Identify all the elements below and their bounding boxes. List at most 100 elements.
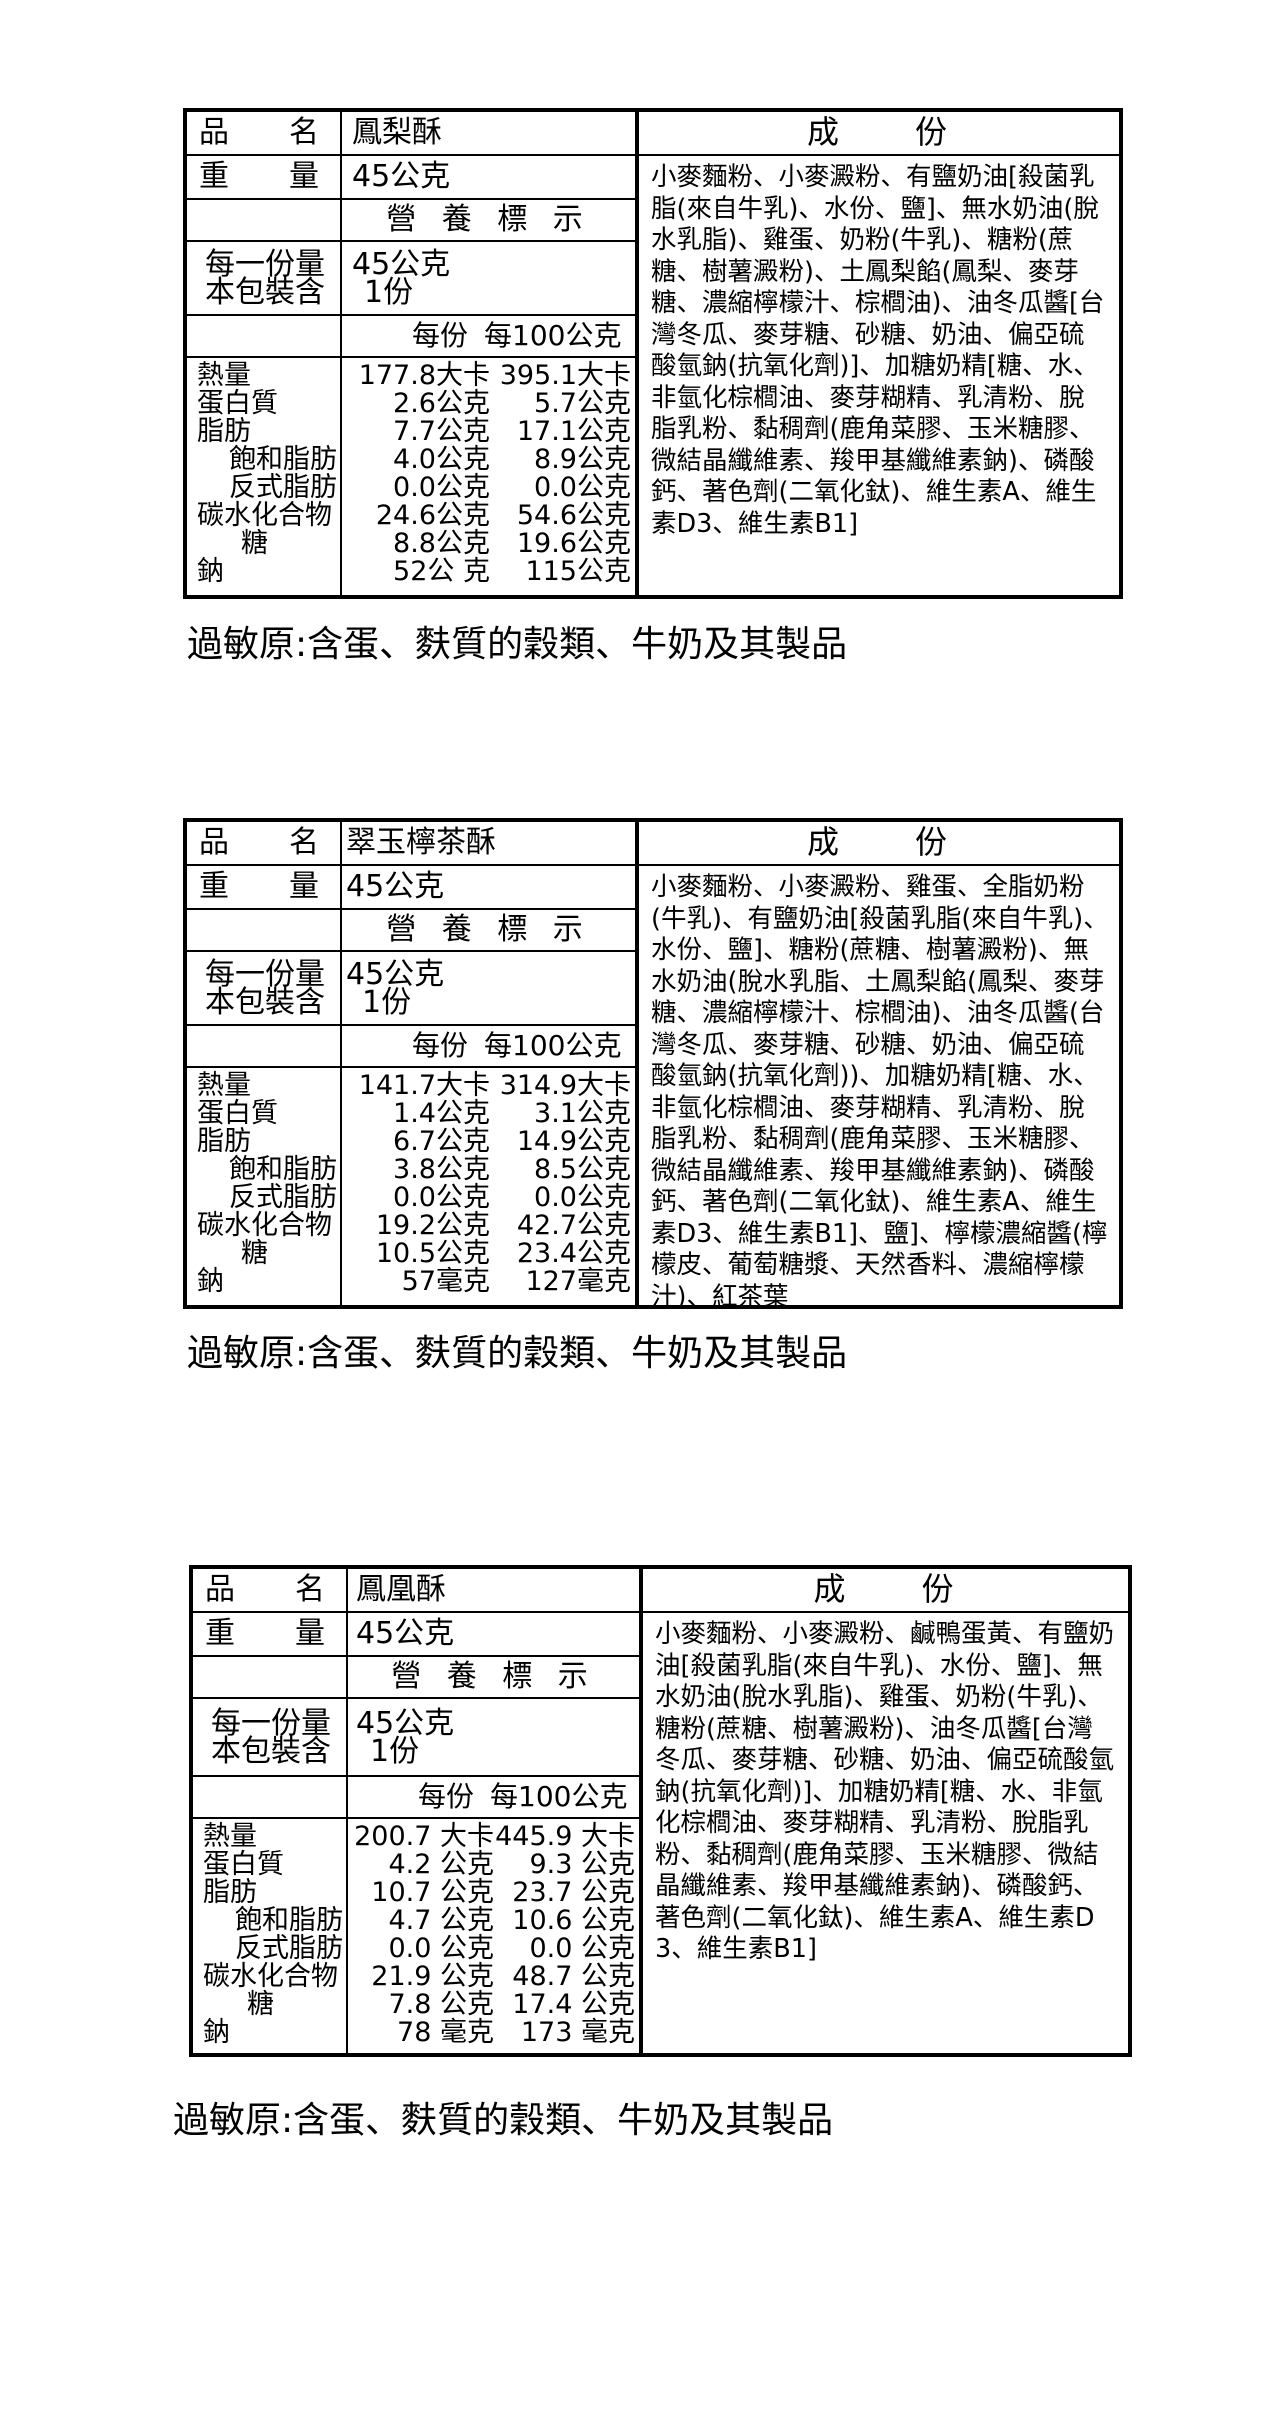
nutrient-value-cell: 200.7 大卡 4.2 公克 10.7 公克 4.7 公克 0.0 公克 21…	[348, 1819, 639, 2053]
per-100g-value: 445.9 大卡	[495, 1821, 635, 1852]
serving-size-key: 每一份量	[205, 247, 325, 282]
weight-key-cell: 重 量	[187, 866, 342, 908]
nutrient-label: 飽和脂肪	[235, 1905, 343, 1936]
per-100g-header: 每100公克	[490, 1780, 628, 1813]
per-serving-value: 57毫克	[401, 1266, 490, 1297]
per-100g-value: 42.7公克	[516, 1210, 631, 1241]
per-100g-value: 48.7 公克	[512, 1961, 635, 1992]
product-name-key: 品 名	[199, 825, 319, 860]
per-100g-header: 每100公克	[484, 319, 622, 352]
per-serving-value: 200.7 大卡	[354, 1821, 494, 1852]
nutrition-label-2: 品 名 翠玉檸茶酥 重 量 45公克 營 養 標 示 每一份量 本包裝含	[183, 818, 1123, 1312]
column-header-blank	[187, 316, 342, 356]
nutrient-label: 碳水化合物	[203, 1961, 338, 1992]
per-100g-value: 3.1公克	[534, 1098, 631, 1129]
per-serving-header: 每份	[412, 319, 469, 352]
serving-row: 每一份量 本包裝含 45公克 1份	[187, 242, 635, 316]
label-info-column: 品 名 翠玉檸茶酥 重 量 45公克 營 養 標 示 每一份量 本包裝含	[187, 822, 639, 1305]
nutrient-value-cell: 177.8大卡 2.6公克 7.7公克 4.0公克 0.0公克 24.6公克 8…	[342, 358, 635, 595]
nutrient-table: 熱量 蛋白質 脂肪 飽和脂肪 反式脂肪 碳水化合物 糖 鈉 177.8大卡 2.…	[187, 358, 635, 595]
ingredients-title: 成 份	[639, 112, 1119, 156]
product-name-row: 品 名 鳳凰酥	[193, 1569, 639, 1613]
per-100g-value: 173 毫克	[520, 2017, 635, 2048]
nutrient-label: 反式脂肪	[235, 1933, 343, 1964]
servings-per-package-value: 1份	[370, 1734, 420, 1769]
serving-size-value: 45公克	[356, 1706, 455, 1741]
per-serving-value: 52公 克	[393, 556, 490, 587]
nutrition-title-blank	[193, 1657, 348, 1697]
column-header-blank	[187, 1026, 342, 1066]
label-info-column: 品 名 鳳梨酥 重 量 45公克 營 養 標 示 每一份量 本包裝含	[187, 112, 639, 595]
per-100g-value: 5.7公克	[534, 388, 631, 419]
per-100g-values: 395.1大卡 5.7公克 17.1公克 8.9公克 0.0公克 54.6公克 …	[500, 362, 631, 586]
per-100g-value: 395.1大卡	[499, 360, 631, 391]
per-serving-value: 8.8公克	[393, 528, 490, 559]
per-serving-value: 177.8大卡	[358, 360, 490, 391]
nutrient-label: 脂肪	[203, 1877, 257, 1908]
per-100g-header: 每100公克	[484, 1029, 622, 1062]
ingredients-text: 小麥麵粉、小麥澱粉、雞蛋、全脂奶粉(牛乳)、有鹽奶油[殺菌乳脂(來自牛乳)、水份…	[651, 872, 1109, 1312]
weight-value: 45公克	[352, 159, 451, 194]
per-serving-value: 6.7公克	[393, 1126, 490, 1157]
column-header-blank	[193, 1777, 348, 1817]
product-name-key: 品 名	[205, 1572, 325, 1607]
servings-per-package-value: 1份	[364, 275, 414, 310]
nutrition-title-cell: 營 養 標 示	[342, 910, 635, 950]
nutrient-value-cell: 141.7大卡 1.4公克 6.7公克 3.8公克 0.0公克 19.2公克 1…	[342, 1068, 635, 1305]
nutrient-label: 鈉	[203, 2017, 230, 2048]
nutrient-label: 鈉	[197, 1266, 224, 1297]
nutrient-label: 碳水化合物	[197, 500, 332, 531]
ingredients-column: 成 份 小麥麵粉、小麥澱粉、有鹽奶油[殺菌乳脂(來自牛乳)、水份、鹽]、無水奶油…	[639, 112, 1119, 595]
per-serving-value: 2.6公克	[393, 388, 490, 419]
serving-key-cell: 每一份量 本包裝含	[187, 242, 342, 314]
product-name-key-cell: 品 名	[193, 1569, 348, 1611]
ingredients-text: 小麥麵粉、小麥澱粉、鹹鴨蛋黃、有鹽奶油[殺菌乳脂(來自牛乳)、水份、鹽]、無水奶…	[655, 1619, 1115, 1964]
nutrient-label: 鈉	[197, 556, 224, 587]
column-header-cell: 每份 每100公克	[342, 1026, 635, 1066]
per-serving-header: 每份	[418, 1780, 475, 1813]
product-name-row: 品 名 鳳梨酥	[187, 112, 635, 156]
product-name-value: 翠玉檸茶酥	[346, 825, 496, 860]
nutrient-label-cell: 熱量 蛋白質 脂肪 飽和脂肪 反式脂肪 碳水化合物 糖 鈉	[187, 358, 342, 595]
per-serving-values: 177.8大卡 2.6公克 7.7公克 4.0公克 0.0公克 24.6公克 8…	[359, 362, 490, 586]
per-serving-value: 24.6公克	[375, 500, 490, 531]
per-100g-value: 23.4公克	[516, 1238, 631, 1269]
servings-per-package-key: 本包裝含	[211, 1734, 331, 1769]
per-serving-value: 10.5公克	[375, 1238, 490, 1269]
nutrient-label: 脂肪	[197, 1126, 251, 1157]
nutrition-title-row: 營 養 標 示	[187, 910, 635, 952]
nutrient-table: 熱量 蛋白質 脂肪 飽和脂肪 反式脂肪 碳水化合物 糖 鈉 200.7 大卡 4…	[193, 1819, 639, 2053]
serving-value-cell: 45公克 1份	[342, 242, 635, 314]
per-100g-value: 54.6公克	[516, 500, 631, 531]
nutrition-label-1: 品 名 鳳梨酥 重 量 45公克 營 養 標 示 每一份量 本包裝含	[183, 108, 1123, 599]
serving-key-cell: 每一份量 本包裝含	[187, 952, 342, 1024]
weight-row: 重 量 45公克	[187, 866, 635, 910]
weight-key: 重 量	[199, 869, 319, 904]
product-name-value: 鳳凰酥	[356, 1572, 446, 1607]
nutrient-labels: 熱量 蛋白質 脂肪 飽和脂肪 反式脂肪 碳水化合物 糖 鈉	[203, 1823, 343, 2047]
per-100g-value: 115公克	[525, 556, 631, 587]
weight-row: 重 量 45公克	[193, 1613, 639, 1657]
per-serving-value: 7.7公克	[393, 416, 490, 447]
per-100g-value: 10.6 公克	[512, 1905, 635, 1936]
nutrient-label: 飽和脂肪	[229, 444, 337, 475]
per-serving-value: 0.0公克	[393, 1182, 490, 1213]
weight-value: 45公克	[346, 869, 445, 904]
nutrient-labels: 熱量 蛋白質 脂肪 飽和脂肪 反式脂肪 碳水化合物 糖 鈉	[197, 1072, 337, 1296]
column-header-row: 每份 每100公克	[193, 1777, 639, 1819]
servings-per-package-key: 本包裝含	[205, 275, 325, 310]
allergen-statement-2: 過敏原:含蛋、麩質的穀類、牛奶及其製品	[187, 1333, 848, 1374]
serving-size-key: 每一份量	[205, 957, 325, 992]
per-serving-value: 4.2 公克	[388, 1849, 494, 1880]
nutrient-label: 反式脂肪	[229, 1182, 337, 1213]
nutrition-label-3: 品 名 鳳凰酥 重 量 45公克 營 養 標 示 每一份量 本包裝含	[189, 1565, 1132, 2057]
weight-value-cell: 45公克	[342, 156, 635, 198]
nutrient-labels: 熱量 蛋白質 脂肪 飽和脂肪 反式脂肪 碳水化合物 糖 鈉	[197, 362, 337, 586]
per-serving-value: 0.0公克	[393, 472, 490, 503]
per-100g-values: 445.9 大卡 9.3 公克 23.7 公克 10.6 公克 0.0 公克 4…	[495, 1823, 635, 2047]
per-serving-value: 4.0公克	[393, 444, 490, 475]
per-serving-value: 10.7 公克	[371, 1877, 494, 1908]
per-serving-values: 200.7 大卡 4.2 公克 10.7 公克 4.7 公克 0.0 公克 21…	[354, 1823, 494, 2047]
nutrient-label: 碳水化合物	[197, 1210, 332, 1241]
ingredients-text: 小麥麵粉、小麥澱粉、有鹽奶油[殺菌乳脂(來自牛乳)、水份、鹽]、無水奶油(脫水乳…	[651, 162, 1105, 539]
